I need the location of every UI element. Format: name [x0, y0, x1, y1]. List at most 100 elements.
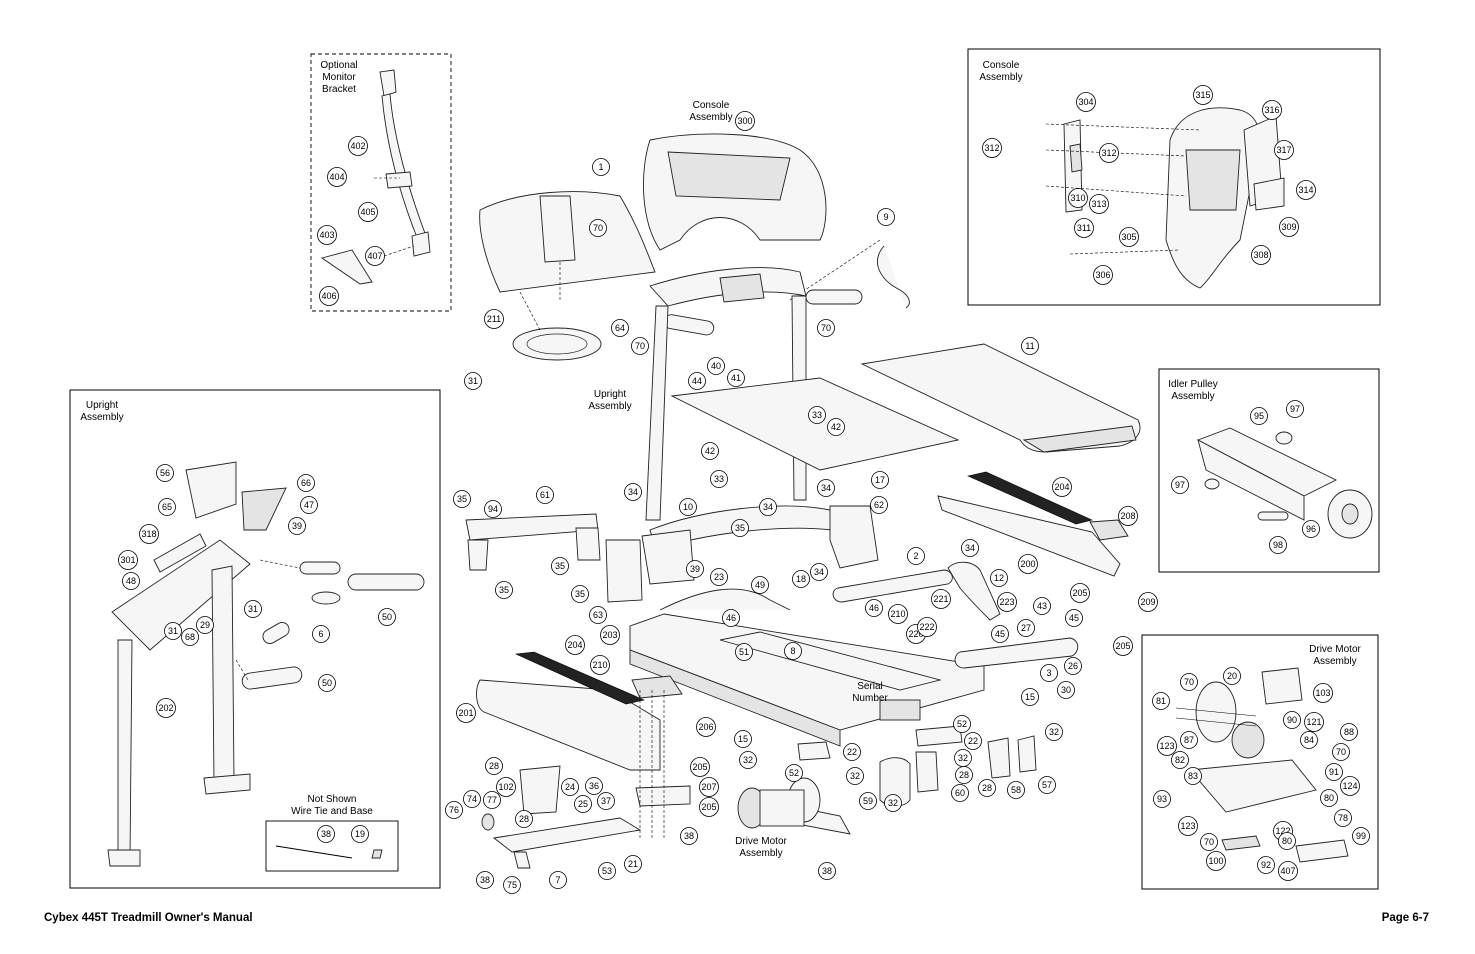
callout-50: 50: [318, 674, 336, 692]
callout-301: 301: [118, 550, 138, 570]
callout-number: 222: [919, 622, 934, 632]
callout-number: 88: [1344, 727, 1354, 737]
callout-60: 60: [951, 784, 969, 802]
callout-number: 52: [957, 719, 967, 729]
callout-62: 62: [870, 496, 888, 514]
upright-assembly-frame: [69, 389, 441, 889]
callout-3: 3: [1040, 664, 1058, 682]
callout-205: 205: [1113, 636, 1133, 656]
callout-number: 19: [355, 829, 365, 839]
callout-35: 35: [495, 581, 513, 599]
callout-34: 34: [961, 539, 979, 557]
callout-205: 205: [690, 757, 710, 777]
callout-312: 312: [982, 138, 1002, 158]
callout-number: 57: [1042, 780, 1052, 790]
callout-64: 64: [611, 319, 629, 337]
callout-number: 17: [875, 475, 885, 485]
drive-motor-assembly-frame: [1141, 634, 1379, 890]
callout-number: 34: [965, 543, 975, 553]
callout-304: 304: [1076, 92, 1096, 112]
callout-number: 81: [1156, 696, 1166, 706]
callout-number: 309: [1281, 222, 1296, 232]
callout-number: 102: [498, 782, 513, 792]
callout-42: 42: [701, 442, 719, 460]
callout-18: 18: [792, 570, 810, 588]
callout-88: 88: [1340, 723, 1358, 741]
callout-number: 123: [1180, 821, 1195, 831]
callout-95: 95: [1250, 407, 1268, 425]
callout-305: 305: [1119, 227, 1139, 247]
callout-number: 7: [555, 875, 560, 885]
upright-main-drawing: [645, 245, 910, 521]
callout-200: 200: [1018, 554, 1038, 574]
callout-124: 124: [1340, 776, 1360, 796]
callout-34: 34: [759, 498, 777, 516]
motor-cover-drawing: [465, 505, 879, 603]
callout-123: 123: [1178, 816, 1198, 836]
callout-number: 77: [487, 795, 497, 805]
callout-15: 15: [734, 730, 752, 748]
callout-number: 28: [959, 770, 969, 780]
callout-205: 205: [699, 797, 719, 817]
callout-number: 204: [567, 640, 582, 650]
callout-103: 103: [1313, 683, 1333, 703]
callout-number: 29: [200, 620, 210, 630]
callout-312: 312: [1099, 143, 1119, 163]
callout-number: 300: [737, 116, 752, 126]
callout-number: 35: [575, 589, 585, 599]
callout-223: 223: [997, 592, 1017, 612]
callout-number: 68: [185, 632, 195, 642]
callout-28: 28: [955, 766, 973, 784]
callout-number: 10: [683, 502, 693, 512]
callout-74: 74: [463, 790, 481, 808]
callout-90: 90: [1283, 711, 1301, 729]
callout-number: 41: [731, 373, 741, 383]
callout-number: 78: [1338, 813, 1348, 823]
callout-41: 41: [727, 369, 745, 387]
callout-number: 31: [168, 626, 178, 636]
callout-number: 43: [1037, 601, 1047, 611]
callout-number: 52: [789, 768, 799, 778]
callout-number: 202: [158, 703, 173, 713]
callout-number: 208: [1120, 511, 1135, 521]
callout-19: 19: [351, 825, 369, 843]
footer-manual-title: Cybex 445T Treadmill Owner's Manual: [44, 912, 253, 924]
callout-number: 403: [319, 230, 334, 240]
callout-number: 30: [1061, 685, 1071, 695]
callout-number: 33: [812, 410, 822, 420]
callout-22: 22: [964, 732, 982, 750]
callout-number: 314: [1298, 185, 1313, 195]
callout-46: 46: [722, 609, 740, 627]
callout-number: 36: [589, 781, 599, 791]
callout-32: 32: [954, 749, 972, 767]
callout-201: 201: [456, 703, 476, 723]
callout-number: 99: [1356, 831, 1366, 841]
callout-number: 205: [692, 762, 707, 772]
callout-208: 208: [1118, 506, 1138, 526]
callout-31: 31: [464, 372, 482, 390]
callout-46: 46: [865, 599, 883, 617]
callout-38: 38: [317, 825, 335, 843]
callout-number: 207: [701, 782, 716, 792]
callout-number: 22: [968, 736, 978, 746]
callout-311: 311: [1074, 218, 1094, 238]
callout-number: 66: [301, 478, 311, 488]
callout-63: 63: [589, 606, 607, 624]
console-assembly-drawing: [479, 133, 881, 361]
callout-6: 6: [312, 625, 330, 643]
callout-34: 34: [817, 479, 835, 497]
callout-number: 87: [1184, 735, 1194, 745]
callout-number: 2: [913, 551, 918, 561]
callout-21: 21: [624, 855, 642, 873]
footer-page-number: Page 6-7: [1381, 912, 1429, 924]
idler-pulley-assembly-frame: [1158, 368, 1380, 573]
callout-number: 205: [1115, 641, 1130, 651]
callout-70: 70: [817, 319, 835, 337]
callout-number: 35: [499, 585, 509, 595]
callout-number: 49: [755, 580, 765, 590]
callout-number: 90: [1287, 715, 1297, 725]
callout-35: 35: [551, 557, 569, 575]
callout-number: 122: [1275, 826, 1290, 836]
